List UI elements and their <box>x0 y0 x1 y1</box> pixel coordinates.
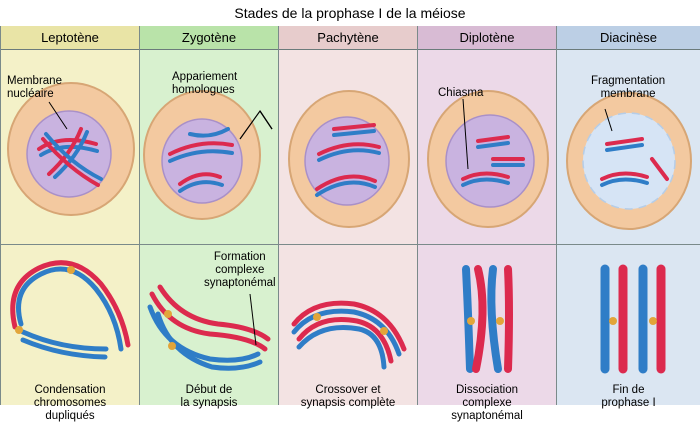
caption-line: prophase I <box>601 397 656 409</box>
stage-caption: Fin de prophase I <box>557 384 700 410</box>
row-divider <box>557 244 700 245</box>
caption-line: Condensation <box>34 384 106 396</box>
label-line: Membrane <box>7 75 62 87</box>
caption-line: la synapsis <box>180 397 238 409</box>
stage-name: Diacinèse <box>599 30 658 45</box>
row-divider <box>418 244 556 245</box>
stage-name: Diplotène <box>459 30 515 45</box>
row-divider <box>1 244 139 245</box>
stage-zygotene: Zygotène Appar <box>139 26 278 409</box>
label-line: Formation <box>213 251 266 263</box>
diacinese-illustration <box>566 92 692 374</box>
label-line: Chiasma <box>438 87 484 99</box>
label-chiasma: Chiasma <box>438 87 483 100</box>
label-line: homologues <box>172 84 235 96</box>
caption-line: Début de <box>185 384 233 396</box>
caption-line: Crossover et <box>315 384 381 396</box>
caption-line: Fin de <box>612 384 645 396</box>
label-line: Appariement <box>172 71 238 83</box>
stage-name: Pachytène <box>317 30 379 45</box>
label-complexe-synaptonemal: Formation complexe synaptonémal <box>204 251 276 290</box>
row-divider <box>279 244 417 245</box>
stage-header: Diacinèse <box>557 26 700 50</box>
stage-caption: Condensation chromosomes dupliqués <box>1 384 139 423</box>
caption-line: chromosomes <box>33 397 107 409</box>
stage-header: Pachytène <box>279 26 417 50</box>
leptotene-illustration <box>7 82 135 360</box>
stage-diplotene: Diplotène Chiasma <box>417 26 556 422</box>
chromatin-threads <box>37 127 103 187</box>
caption-line: synapsis complète <box>300 397 396 409</box>
stage-caption: Début de la synapsis <box>140 384 278 410</box>
stage-caption: Dissociation complexe synaptonémal <box>418 384 556 423</box>
row-divider <box>140 244 278 245</box>
stage-leptotene: Leptotène Membrane <box>0 26 139 422</box>
membrane-pointer <box>48 101 68 130</box>
caption-line: dupliqués <box>45 410 95 422</box>
label-line: Fragmentation <box>591 75 666 87</box>
caption-line: complexe <box>462 397 512 409</box>
stage-diacinese: Diacinèse Fragmentation <box>556 26 700 409</box>
stage-header: Diplotène <box>418 26 556 50</box>
diagram-title: Stades de la prophase I de la méiose <box>234 5 466 21</box>
label-line: complexe <box>215 264 265 276</box>
label-appariement-homologues: Appariement homologues <box>172 71 237 97</box>
pachytene-illustration <box>288 90 410 370</box>
diplotene-illustration <box>427 90 549 373</box>
caption-line: Dissociation <box>456 384 518 396</box>
stage-name: Leptotène <box>41 30 99 45</box>
label-line: nucléaire <box>7 88 54 100</box>
stage-pachytene: Pachytène Crossover e <box>278 26 417 409</box>
label-membrane-nucleaire: Membrane nucléaire <box>7 75 62 101</box>
caption-line: synaptonémal <box>451 410 523 422</box>
stage-name: Zygotène <box>181 30 237 45</box>
synapsis-arcs <box>147 284 271 371</box>
zygotene-illustration <box>143 90 273 371</box>
stage-header: Leptotène <box>1 26 139 50</box>
stage-caption: Crossover et synapsis complète <box>279 384 417 410</box>
label-fragmentation-membrane: Fragmentation membrane <box>591 75 665 101</box>
stage-header: Zygotène <box>140 26 278 50</box>
label-line: synaptonémal <box>204 277 276 289</box>
label-line: membrane <box>600 88 656 100</box>
synapsis-loop-illustration <box>10 260 131 360</box>
